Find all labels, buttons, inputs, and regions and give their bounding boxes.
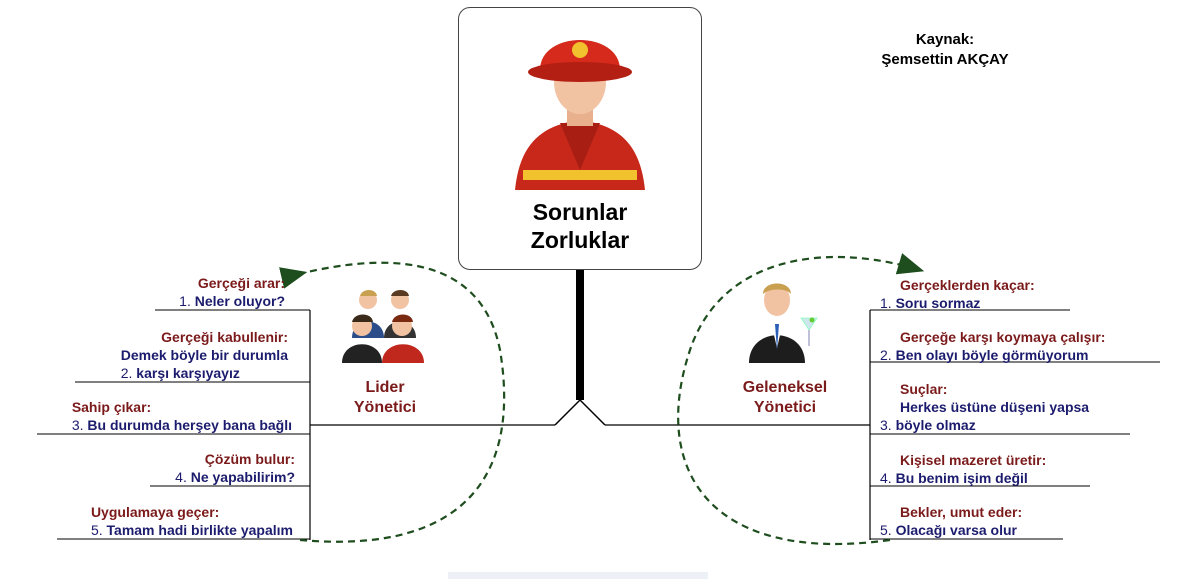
left-item-4: Çözüm bulur: 4. Ne yapabilirim? — [175, 450, 295, 486]
left-item-heading: Gerçeği kabullenir: — [161, 329, 288, 345]
right-item-4: Kişisel mazeret üretir: 4. Bu benim işim… — [880, 451, 1046, 487]
left-cycle-arrow — [279, 261, 506, 543]
right-item-text: Olacağı varsa olur — [895, 522, 1017, 538]
left-item-number: 4. — [175, 469, 187, 485]
right-item-text: Herkes üstüne düşeni yapsa — [900, 399, 1090, 415]
left-item-number: 2. — [120, 365, 133, 381]
right-role-label: Geleneksel Yönetici — [720, 378, 850, 418]
right-item-number: 2. — [880, 347, 892, 363]
left-item-heading: Sahip çıkar: — [71, 399, 152, 415]
right-item-heading: Suçlar: — [900, 381, 948, 397]
right-item-1: Gerçeklerden kaçar: 1. Soru sormaz — [880, 276, 1035, 312]
left-item-number: 1. — [179, 293, 191, 309]
right-item-number: 5. — [880, 522, 892, 538]
center-title-line2: Zorluklar — [530, 227, 630, 253]
left-role-label: Lider Yönetici — [330, 378, 440, 418]
left-item-5: Uygulamaya geçer: 5. Tamam hadi birlikte… — [91, 503, 293, 539]
right-item-text: Soru sormaz — [895, 295, 981, 311]
center-title: Sorunlar Zorluklar — [458, 198, 702, 254]
left-item-heading: Çözüm bulur: — [204, 451, 295, 467]
right-item-text: böyle olmaz — [895, 417, 976, 433]
source-credit: Kaynak: Şemsettin AKÇAY — [860, 30, 1030, 70]
right-item-heading: Kişisel mazeret üretir: — [900, 452, 1047, 468]
left-item-3: Sahip çıkar: 3. Bu durumda herşey bana b… — [72, 398, 292, 434]
source-author: Şemsettin AKÇAY — [881, 51, 1009, 68]
left-item-number: 3. — [71, 417, 84, 433]
team-icon — [342, 290, 424, 363]
fork-lines — [554, 398, 606, 426]
source-label: Kaynak: — [915, 31, 975, 48]
right-item-heading: Bekler, umut eder: — [900, 504, 1023, 520]
left-role-line2: Yönetici — [353, 399, 417, 416]
left-item-2: Gerçeği kabullenir: Demek böyle bir duru… — [121, 328, 288, 382]
businessman-icon — [749, 283, 818, 363]
left-item-text: Tamam hadi birlikte yapalım — [106, 522, 293, 538]
right-role-line2: Yönetici — [753, 399, 817, 416]
right-role-line1: Geleneksel — [742, 379, 828, 396]
firefighter-icon — [515, 40, 645, 190]
left-item-number: 5. — [90, 522, 103, 538]
right-cycle-arrow — [677, 253, 925, 546]
left-item-text: karşı karşıyayız — [136, 365, 240, 381]
left-item-1: Gerçeği arar: 1. Neler oluyor? — [179, 274, 285, 310]
right-item-heading: Gerçeklerden kaçar: — [900, 277, 1035, 293]
right-item-2: Gerçeğe karşı koymaya çalışır: 2. Ben ol… — [880, 328, 1105, 364]
left-item-text: Neler oluyor? — [194, 293, 285, 309]
right-item-3: Suçlar: Herkes üstüne düşeni yapsa 3. bö… — [880, 380, 1089, 434]
left-item-heading: Uygulamaya geçer: — [90, 504, 220, 520]
left-item-heading: Gerçeği arar: — [197, 275, 285, 291]
left-item-text: Ne yapabilirim? — [190, 469, 295, 485]
center-title-line1: Sorunlar — [532, 199, 628, 225]
right-item-heading: Gerçeğe karşı koymaya çalışır: — [900, 329, 1106, 345]
left-role-line1: Lider — [365, 379, 405, 396]
right-item-text: Ben olayı böyle görmüyorum — [895, 347, 1089, 363]
right-item-number: 1. — [880, 295, 892, 311]
left-item-text: Bu durumda herşey bana bağlı — [87, 417, 292, 433]
right-item-text: Bu benim işim değil — [895, 470, 1028, 486]
right-item-5: Bekler, umut eder: 5. Olacağı varsa olur — [880, 503, 1022, 539]
center-stem — [576, 270, 584, 400]
left-item-text: Demek böyle bir durumla — [120, 347, 288, 363]
right-item-number: 4. — [880, 470, 892, 486]
right-item-number: 3. — [880, 417, 892, 433]
bottom-strip — [448, 572, 708, 579]
